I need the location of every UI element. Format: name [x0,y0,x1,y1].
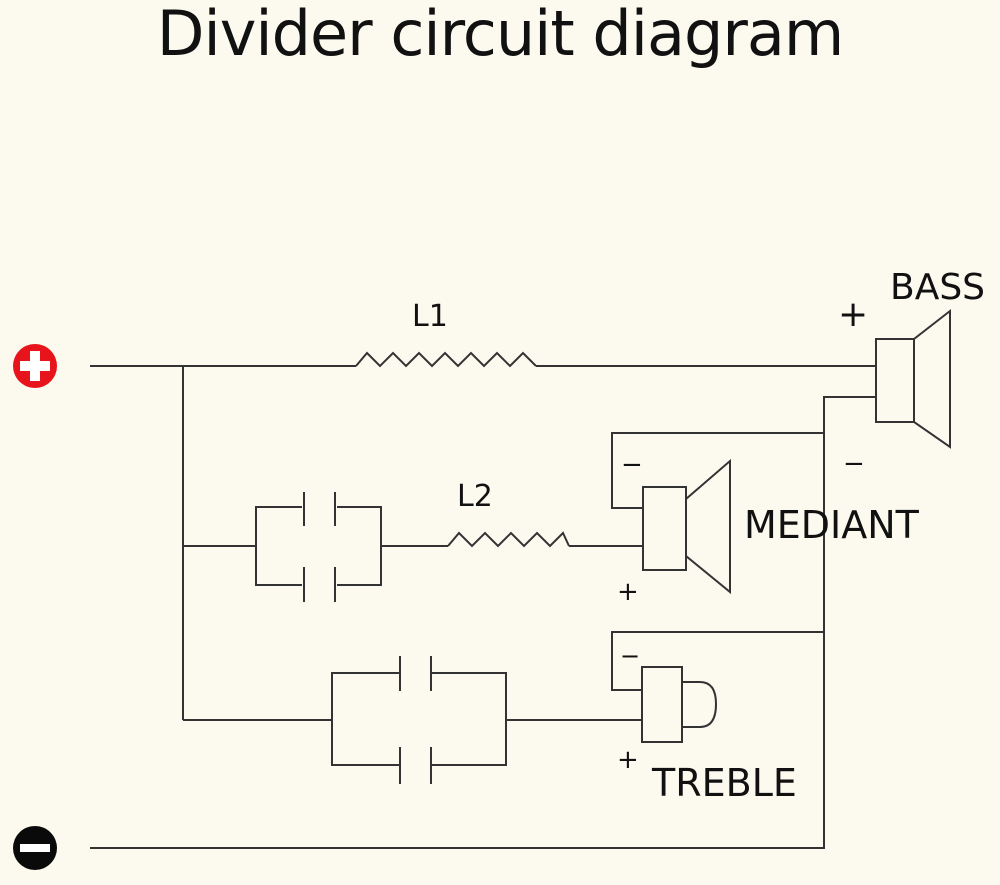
bass-minus-sign: − [843,449,865,479]
mediant-speaker-icon [642,458,731,595]
mediant-return-wire [611,432,824,509]
negative-terminal-icon [13,826,57,870]
mediant-label: MEDIANT [744,503,920,547]
bass-speaker-icon [875,308,951,449]
bass-plus-sign: + [838,294,868,335]
inductor-l2 [447,531,570,548]
treble-plus-sign: + [617,745,639,775]
l2-label: L2 [457,479,493,514]
capacitor-treble [331,656,507,784]
mediant-minus-sign: − [621,450,643,480]
capacitor-mid [255,492,382,602]
treble-return-wire [611,631,824,691]
diagram-title: Divider circuit diagram [156,0,844,70]
l1-label: L1 [412,299,448,334]
mediant-plus-sign: + [617,577,639,607]
inductor-l1 [355,351,537,368]
bass-label: BASS [890,267,985,308]
treble-label: TREBLE [651,761,797,805]
treble-minus-sign: − [620,642,640,670]
positive-terminal-icon [13,344,57,388]
treble-speaker-icon [641,666,718,743]
bass-return-wire [90,396,876,849]
